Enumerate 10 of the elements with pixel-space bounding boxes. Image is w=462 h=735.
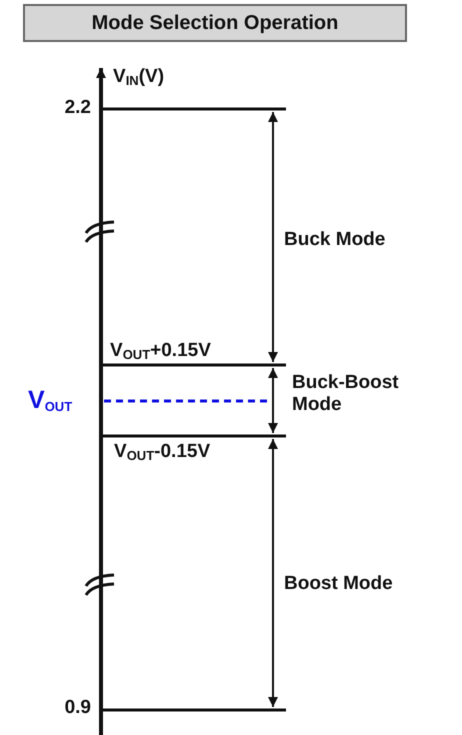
level-label: V$_{OUT}$+0.15V xyxy=(110,340,211,362)
mode-label: Boost Mode xyxy=(284,573,393,595)
tick-label: 0.9 xyxy=(64,697,91,719)
mode-label: Buck-Boost Mode xyxy=(292,372,400,416)
mode-label: Buck Mode xyxy=(284,229,386,251)
axis-label: V$_{IN}$(V) xyxy=(113,66,164,88)
title: Mode Selection Operation xyxy=(23,4,407,42)
level-label: V$_{OUT}$-0.15V xyxy=(114,441,210,463)
level-label: V$_{OUT}$ xyxy=(28,386,72,414)
tick-label: 2.2 xyxy=(64,97,91,119)
